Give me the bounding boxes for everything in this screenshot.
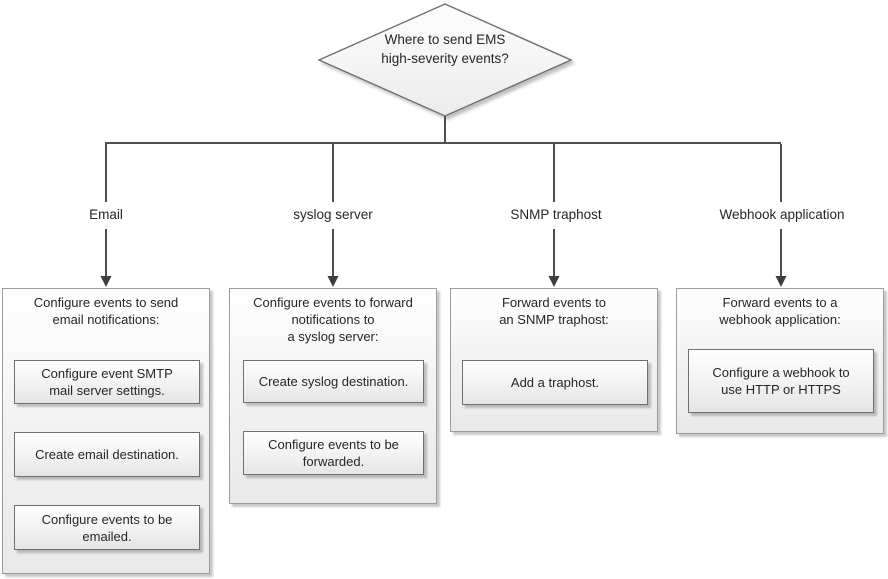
email-branch-title: Configure events to send email notificat… bbox=[33, 295, 179, 327]
step-configure-webhook-http: Configure a webhook to use HTTP or HTTPS bbox=[688, 349, 874, 413]
arrowhead bbox=[327, 276, 339, 287]
branch-label-webhook-application: Webhook application bbox=[716, 206, 848, 224]
step-configure-events-forwarded: Configure events to be forwarded. bbox=[243, 431, 424, 475]
decision-question: Where to send EMS high-severity events? bbox=[381, 32, 509, 66]
email-branch-panel: Configure events to send email notificat… bbox=[2, 288, 210, 574]
branch-label-snmp-traphost: SNMP traphost bbox=[507, 206, 605, 224]
step-create-email-destination: Create email destination. bbox=[14, 432, 200, 477]
arrowhead bbox=[548, 276, 560, 287]
snmp-branch-title: Forward events to an SNMP traphost: bbox=[499, 295, 609, 327]
arrowhead bbox=[775, 276, 787, 287]
arrowhead bbox=[100, 276, 112, 287]
syslog-branch-title: Configure events to forward notification… bbox=[253, 295, 413, 344]
step-create-syslog-destination: Create syslog destination. bbox=[243, 360, 424, 403]
branch-label-email: Email bbox=[86, 206, 126, 224]
step-configure-events-emailed: Configure events to be emailed. bbox=[14, 505, 200, 550]
step-configure-smtp-mail-server: Configure event SMTP mail server setting… bbox=[14, 360, 200, 404]
branch-label-syslog-server: syslog server bbox=[290, 206, 376, 224]
webhook-branch-panel: Forward events to a webhook application:… bbox=[676, 288, 884, 434]
webhook-branch-title: Forward events to a webhook application: bbox=[719, 295, 841, 327]
step-add-traphost: Add a traphost. bbox=[462, 360, 648, 405]
syslog-branch-panel: Configure events to forward notification… bbox=[229, 288, 437, 504]
snmp-branch-panel: Forward events to an SNMP traphost: Add … bbox=[450, 288, 658, 432]
